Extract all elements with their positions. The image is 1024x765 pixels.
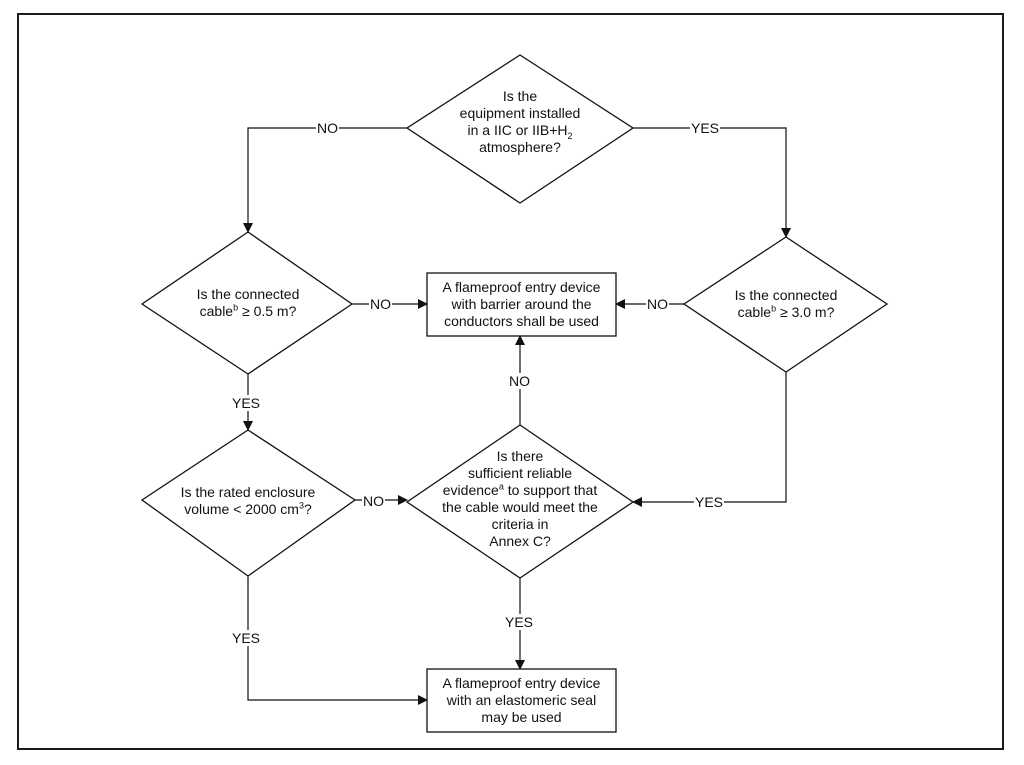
cable-long-question: Is the connected cableb ≥ 3.0 m? xyxy=(734,287,838,320)
connector-volume-yes xyxy=(247,576,428,705)
label-volume-no: NO xyxy=(362,493,385,509)
seal-action: A flameproof entry device with an elasto… xyxy=(442,675,601,725)
label-atmos-no: NO xyxy=(316,120,339,136)
label-evidence-yes: YES xyxy=(504,614,535,630)
evidence-question: Is there sufficient reliable evidencea t… xyxy=(442,448,598,549)
barrier-action: A flameproof entry device with barrier a… xyxy=(442,279,601,329)
connector-long-yes xyxy=(632,372,787,507)
label-long-yes: YES xyxy=(694,494,725,510)
connector-atmos-no xyxy=(243,127,407,233)
cable-short-question: Is the connected cableb ≥ 0.5 m? xyxy=(196,286,300,319)
volume-question: Is the rated enclosure volume < 2000 cm3… xyxy=(180,484,316,517)
diamond-atmosphere xyxy=(405,54,635,204)
label-atmos-yes: YES xyxy=(690,120,721,136)
label-evidence-no: NO xyxy=(508,373,531,389)
label-long-no: NO xyxy=(646,296,669,312)
label-short-no: NO xyxy=(369,296,392,312)
label-short-yes: YES xyxy=(231,395,262,411)
label-volume-yes: YES xyxy=(231,630,262,646)
connector-atmos-yes xyxy=(633,127,791,238)
atmosphere-question: Is the equipment installed in a IIC or I… xyxy=(459,88,581,155)
